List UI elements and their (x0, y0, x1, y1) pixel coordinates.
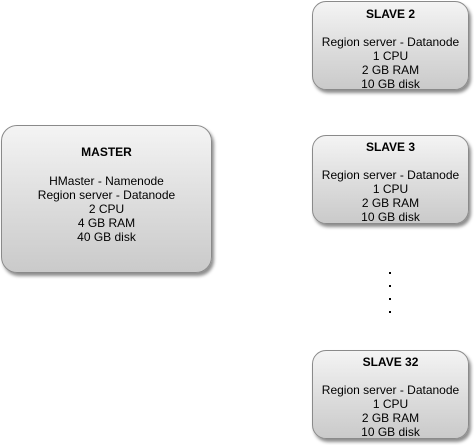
slave-32-spec-ram: 2 GB RAM (361, 411, 420, 425)
ellipsis-dot (389, 298, 391, 300)
ellipsis-dot (389, 272, 391, 274)
slave-32-specs: Region server - Datanode 1 CPU 2 GB RAM … (313, 383, 468, 439)
slave-3-spec-role: Region server - Datanode (321, 168, 460, 182)
slave-node-32: SLAVE 32 Region server - Datanode 1 CPU … (312, 350, 469, 439)
ellipsis-dots (385, 272, 395, 324)
slave-3-spec-ram: 2 GB RAM (361, 196, 420, 210)
ellipsis-dot (389, 285, 391, 287)
slave-2-spec-role: Region server - Datanode (321, 35, 460, 49)
slave-2-title: SLAVE 2 (365, 7, 416, 21)
slave-32-spec-cpu: 1 CPU (372, 397, 409, 411)
slave-2-spec-ram: 2 GB RAM (361, 63, 420, 77)
master-spec-cpu: 2 CPU (88, 202, 125, 216)
slave-32-spec-disk: 10 GB disk (361, 425, 420, 439)
master-title: MASTER (81, 145, 132, 159)
master-spec-role-1: HMaster - Namenode (49, 174, 164, 188)
slave-3-specs: Region server - Datanode 1 CPU 2 GB RAM … (313, 168, 468, 224)
slave-2-specs: Region server - Datanode 1 CPU 2 GB RAM … (313, 35, 468, 91)
slave-3-spec-cpu: 1 CPU (372, 182, 409, 196)
ellipsis-dot (389, 311, 391, 313)
master-specs: HMaster - Namenode Region server - Datan… (2, 174, 211, 244)
slave-3-title: SLAVE 3 (365, 140, 416, 154)
master-spec-disk: 40 GB disk (77, 230, 136, 244)
slave-32-title: SLAVE 32 (362, 355, 419, 369)
slave-node-3: SLAVE 3 Region server - Datanode 1 CPU 2… (312, 135, 469, 224)
slave-3-spec-disk: 10 GB disk (361, 210, 420, 224)
master-node: MASTER HMaster - Namenode Region server … (1, 125, 212, 273)
master-spec-role-2: Region server - Datanode (37, 188, 176, 202)
slave-2-spec-disk: 10 GB disk (361, 77, 420, 91)
slave-32-spec-role: Region server - Datanode (321, 383, 460, 397)
master-spec-ram: 4 GB RAM (77, 216, 136, 230)
slave-node-2: SLAVE 2 Region server - Datanode 1 CPU 2… (312, 1, 469, 91)
slave-2-spec-cpu: 1 CPU (372, 49, 409, 63)
